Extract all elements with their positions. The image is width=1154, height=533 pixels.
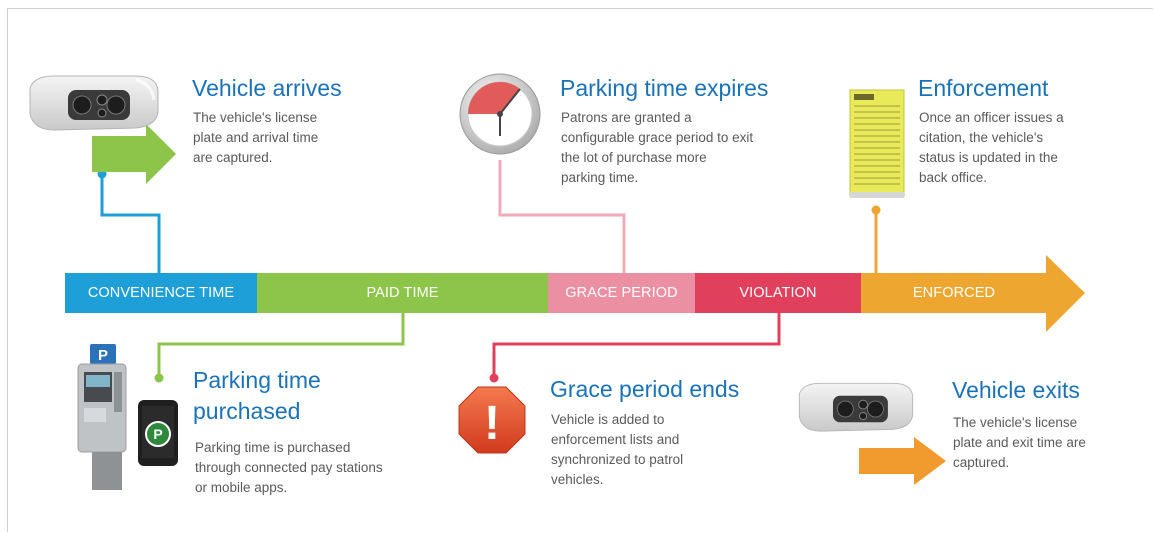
connector-parking-expires	[498, 160, 626, 273]
phone-parking-letter: P	[153, 426, 162, 442]
connector-grace-ends	[492, 313, 781, 376]
desc-line: through connected pay stations	[195, 460, 383, 475]
title-line: purchased	[193, 398, 301, 424]
desc-line: Once an officer issues a	[919, 110, 1064, 125]
timeline-segment-paid: PAID TIME	[257, 273, 548, 313]
connector-vehicle-arrives	[100, 176, 161, 273]
title-enforcement: Enforcement	[918, 75, 1049, 101]
desc-line: citation, the vehicle's	[919, 130, 1044, 145]
desc-parking-purchased: Parking time is purchased through connec…	[195, 438, 383, 498]
clock-icon	[459, 73, 541, 155]
timeline-segment-convenience: CONVENIENCE TIME	[65, 273, 257, 313]
desc-line: status is updated in the	[919, 150, 1058, 165]
pay-station-icon: P P	[77, 344, 178, 490]
connector-dot-grace-ends	[489, 373, 499, 383]
timeline-segment-enforced: ENFORCED	[861, 273, 1047, 313]
connector-dot-parking-purchased	[154, 373, 164, 383]
title-parking-purchased: Parking time purchased	[193, 365, 321, 427]
desc-line: The vehicle's license	[193, 110, 318, 125]
desc-line: Parking time is purchased	[195, 440, 351, 455]
desc-line: vehicles.	[551, 472, 604, 487]
desc-line: configurable grace period to exit	[561, 130, 754, 145]
citation-ticket-icon	[849, 89, 905, 198]
title-vehicle-exits: Vehicle exits	[952, 377, 1080, 403]
desc-line: back office.	[919, 170, 988, 185]
desc-line: captured.	[953, 455, 1010, 470]
arrow-arrive-icon	[92, 124, 176, 184]
connector-parking-purchased	[157, 313, 405, 376]
desc-line: plate and arrival time	[193, 130, 319, 145]
desc-grace-ends: Vehicle is added to enforcement lists an…	[551, 410, 683, 490]
camera-exit-icon	[798, 382, 914, 432]
timeline-segment-grace: GRACE PERIOD	[548, 273, 695, 313]
desc-line: or mobile apps.	[195, 480, 288, 495]
timeline-arrowhead	[1046, 255, 1085, 332]
title-vehicle-arrives: Vehicle arrives	[192, 75, 342, 101]
title-line: Parking time	[193, 367, 321, 393]
desc-vehicle-arrives: The vehicle's license plate and arrival …	[193, 108, 318, 168]
desc-line: The vehicle's license	[953, 415, 1078, 430]
warning-icon: !	[458, 386, 526, 454]
timeline-segment-violation: VIOLATION	[695, 273, 861, 313]
desc-line: Vehicle is added to	[551, 412, 665, 427]
title-grace-ends: Grace period ends	[550, 376, 740, 402]
warning-symbol: !	[484, 397, 500, 450]
desc-parking-expires: Patrons are granted a configurable grace…	[561, 108, 753, 188]
desc-vehicle-exits: The vehicle's license plate and exit tim…	[953, 413, 1086, 473]
desc-line: the lot of purchase more	[561, 150, 707, 165]
desc-line: enforcement lists and	[551, 432, 680, 447]
camera-icon	[29, 75, 159, 131]
diagram-frame	[7, 8, 1153, 532]
desc-line: plate and exit time are	[953, 435, 1086, 450]
desc-line: Patrons are granted a	[561, 110, 692, 125]
desc-enforcement: Once an officer issues a citation, the v…	[919, 108, 1064, 188]
desc-line: parking time.	[561, 170, 639, 185]
desc-line: are captured.	[193, 150, 273, 165]
connector-dot-enforcement	[871, 205, 881, 215]
arrow-exit-icon	[859, 437, 946, 485]
desc-line: synchronized to patrol	[551, 452, 684, 467]
parking-sign-letter: P	[98, 347, 108, 364]
title-parking-expires: Parking time expires	[560, 75, 769, 101]
